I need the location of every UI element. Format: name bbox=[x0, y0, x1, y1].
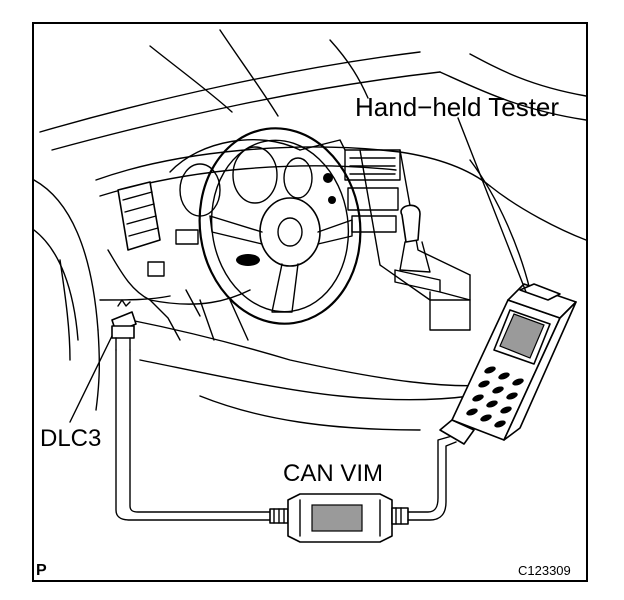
figure-frame bbox=[32, 22, 588, 582]
can-vim-module bbox=[269, 493, 409, 543]
center-stack bbox=[299, 139, 401, 233]
gear-shifter bbox=[394, 204, 471, 301]
label-hand-held-tester: Hand−held Tester bbox=[355, 92, 560, 122]
steering-wheel bbox=[198, 127, 362, 341]
label-dlc3: DLC3 bbox=[40, 425, 102, 452]
left-air-vent bbox=[117, 181, 161, 251]
cable-vim-to-tester bbox=[407, 435, 457, 521]
cable-dlc3-to-vim bbox=[115, 349, 271, 521]
floor-area bbox=[129, 229, 501, 431]
dlc3-connector bbox=[111, 299, 137, 351]
windshield-lines bbox=[39, 29, 587, 151]
left-pillar bbox=[33, 179, 101, 411]
leader-lines bbox=[69, 117, 527, 423]
hand-held-tester bbox=[439, 283, 577, 445]
label-can-vim: CAN VIM bbox=[283, 460, 384, 487]
figure-code: C123309 bbox=[518, 563, 571, 578]
keypad bbox=[466, 366, 524, 428]
corner-mark: P bbox=[36, 562, 47, 579]
